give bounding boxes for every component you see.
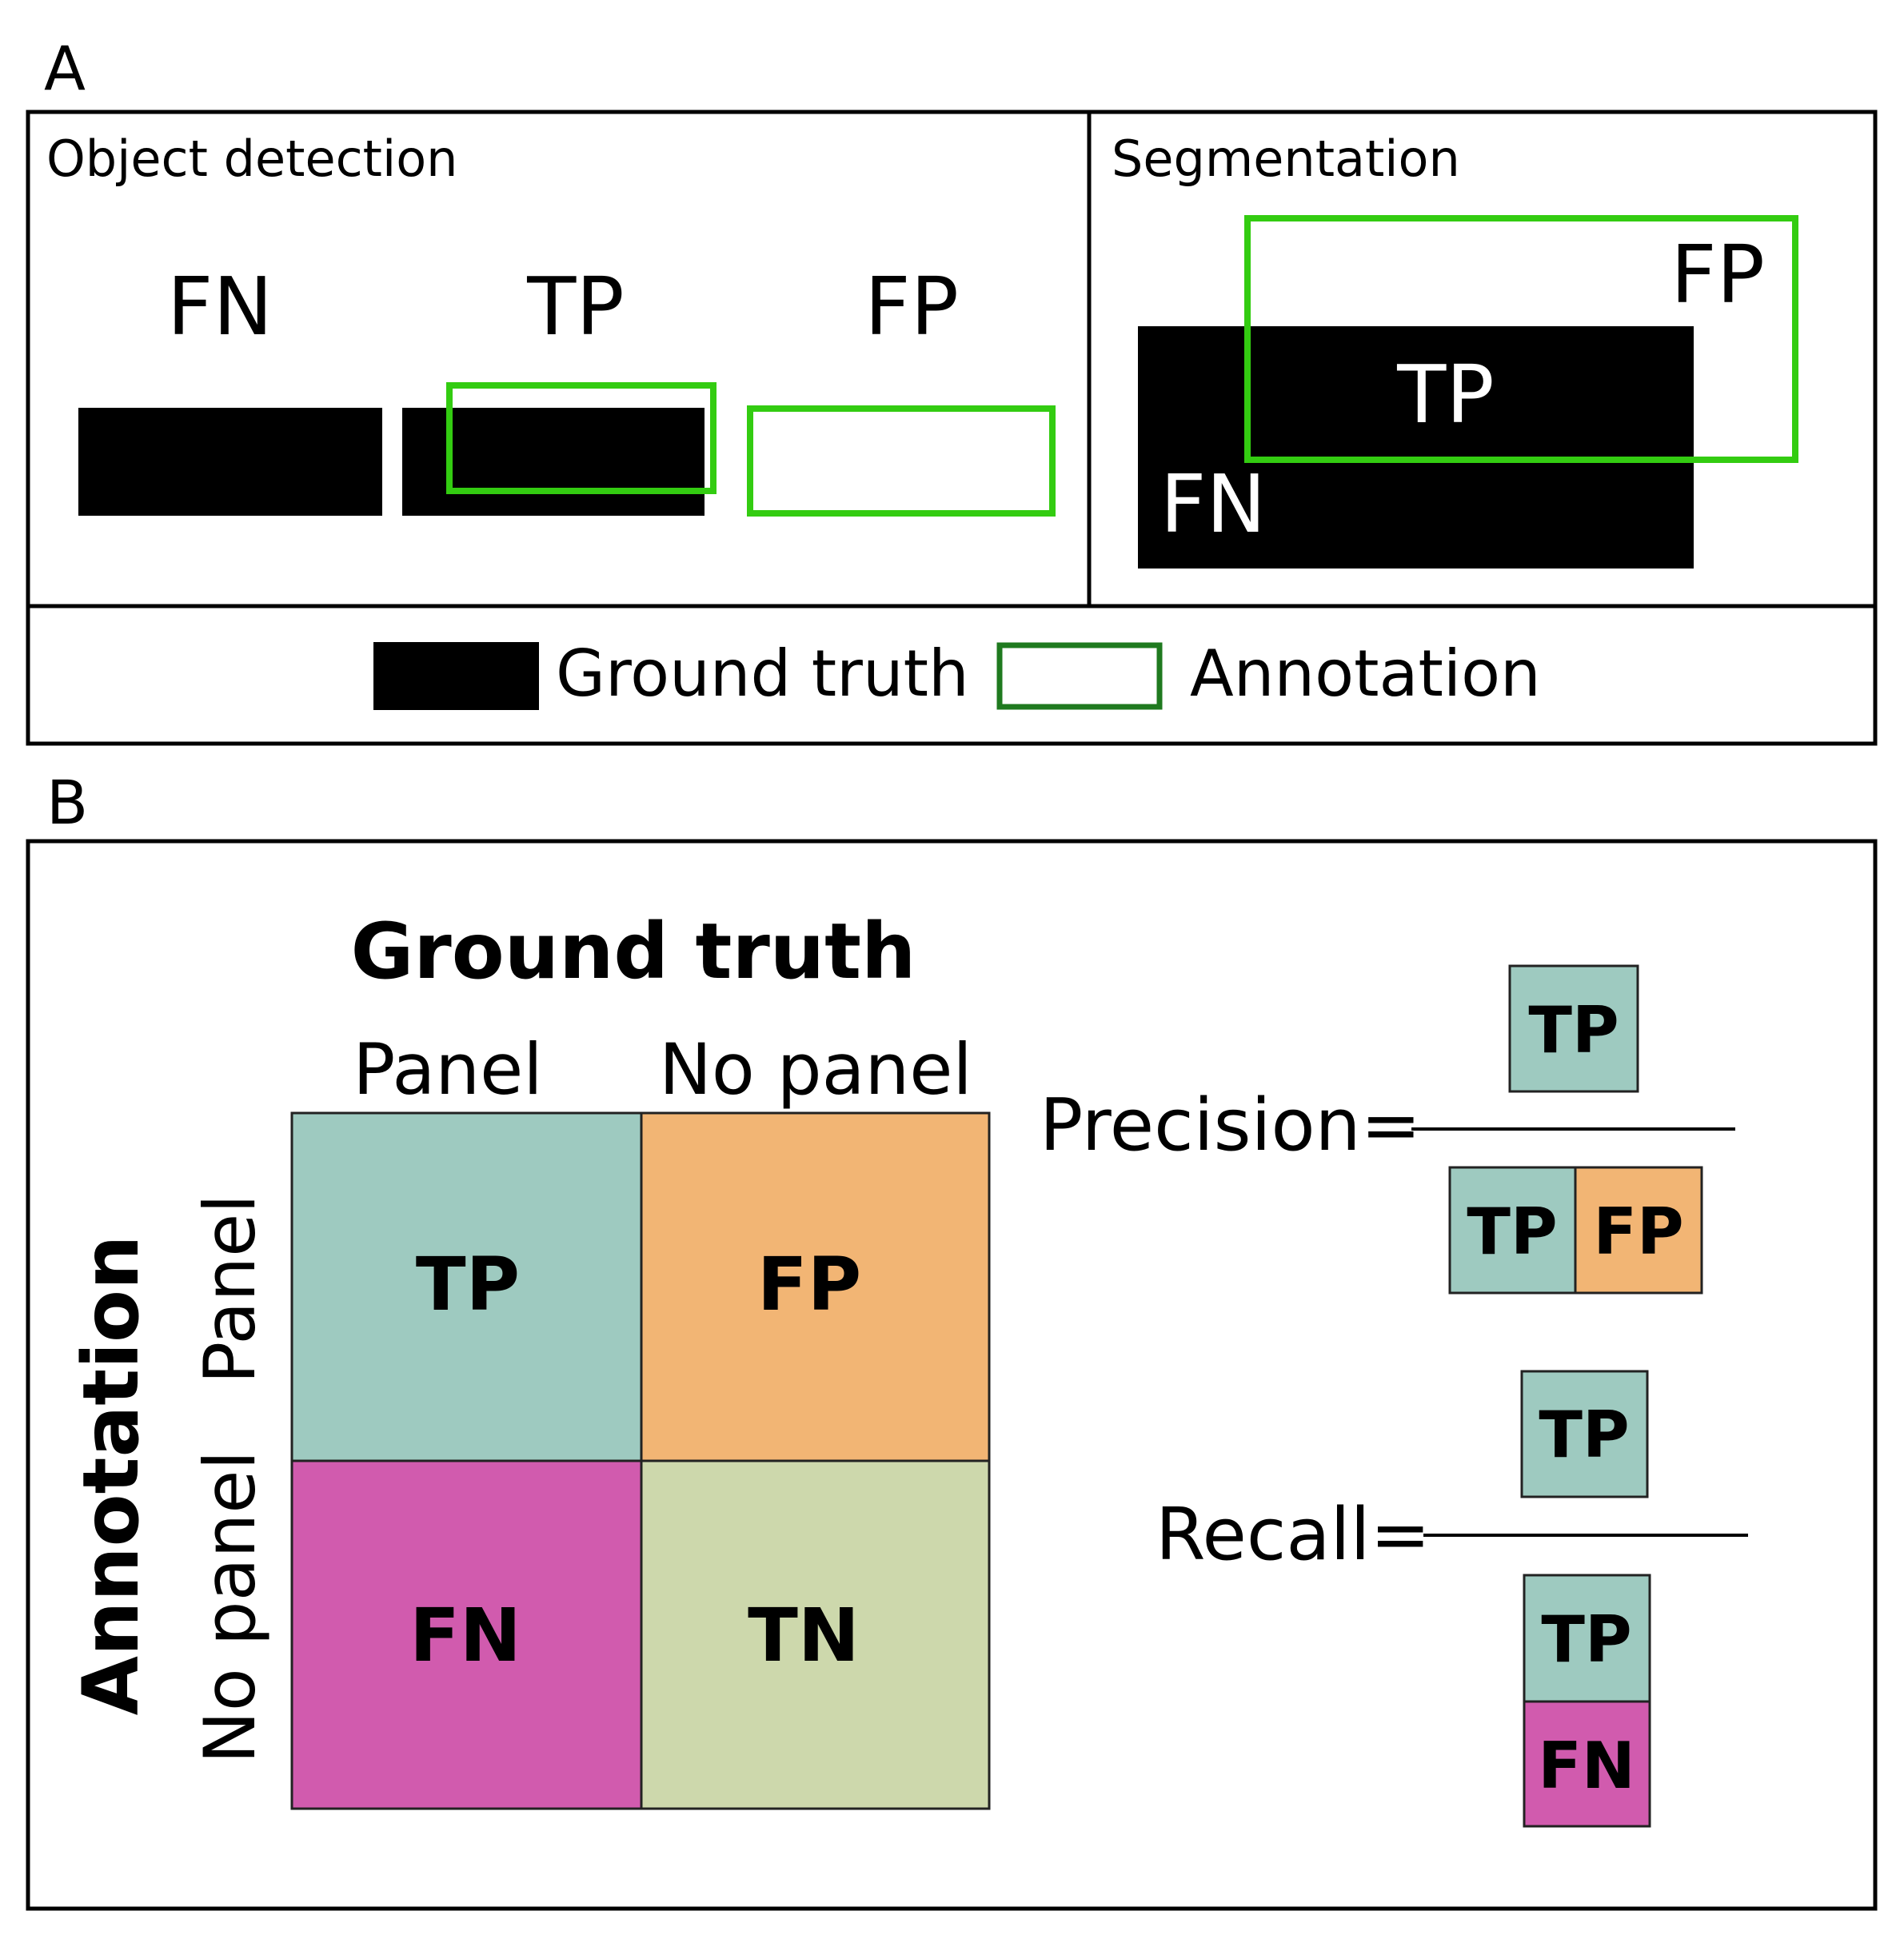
matrix-cell-fp-label: FP xyxy=(757,1242,861,1327)
precision-denominator-fp-box xyxy=(1574,1166,1703,1295)
od-fp-annotation-box xyxy=(747,405,1056,517)
od-tp-label: TP xyxy=(526,260,624,353)
panel-a-label: A xyxy=(44,33,86,104)
precision-denominator-tp-label: TP xyxy=(1467,1195,1557,1269)
legend-annotation-swatch xyxy=(996,642,1163,710)
recall-numerator-tp-label: TP xyxy=(1539,1398,1629,1472)
matrix-cell-fn-label: FN xyxy=(409,1593,521,1678)
recall-denominator-tp-box xyxy=(1523,1574,1651,1703)
precision-denominator-fp-label: FP xyxy=(1593,1195,1683,1269)
matrix-cell-tn xyxy=(640,1459,991,1810)
segmentation-title: Segmentation xyxy=(1112,130,1460,188)
matrix-row-header: Annotation xyxy=(66,1235,156,1716)
matrix-row-label-panel: Panel xyxy=(189,1194,271,1383)
matrix-cell-fn xyxy=(290,1459,643,1810)
precision-label: Precision= xyxy=(1040,1083,1421,1167)
legend-ground-truth-swatch xyxy=(373,642,539,710)
recall-numerator-tp-box xyxy=(1520,1370,1649,1498)
matrix-cell-tp-label: TP xyxy=(416,1242,520,1327)
precision-numerator-tp-box xyxy=(1508,964,1639,1093)
od-fp-label: FP xyxy=(864,260,959,353)
precision-denominator-tp-box xyxy=(1448,1166,1577,1295)
seg-annotation-box xyxy=(1244,215,1798,463)
seg-fn-label: FN xyxy=(1160,457,1266,551)
recall-denominator-fn-box xyxy=(1523,1700,1651,1828)
legend-annotation-label: Annotation xyxy=(1190,636,1541,711)
seg-tp-label: TP xyxy=(1396,348,1494,441)
matrix-cell-tn-label: TN xyxy=(748,1593,860,1678)
panel-b-label: B xyxy=(46,767,88,838)
panel-b-frame xyxy=(26,839,1878,1911)
matrix-row-label-no-panel: No panel xyxy=(189,1450,271,1764)
recall-label: Recall= xyxy=(1156,1493,1431,1577)
od-tp-annotation-box xyxy=(446,382,716,494)
matrix-col-label-panel: Panel xyxy=(353,1028,542,1111)
seg-ground-truth-box xyxy=(1138,326,1694,569)
recall-denominator-tp-label: TP xyxy=(1541,1602,1631,1677)
od-fn-label: FN xyxy=(167,260,273,353)
object-detection-title: Object detection xyxy=(46,130,457,188)
seg-fp-label: FP xyxy=(1670,228,1765,321)
matrix-col-header: Ground truth xyxy=(351,907,916,996)
od-fn-ground-truth-box xyxy=(78,408,382,516)
matrix-col-label-no-panel: No panel xyxy=(659,1028,972,1111)
legend-ground-truth-label: Ground truth xyxy=(556,636,969,711)
panel-a-frame xyxy=(26,110,1878,746)
precision-numerator-tp-label: TP xyxy=(1528,993,1619,1067)
recall-denominator-fn-label: FN xyxy=(1538,1729,1635,1803)
